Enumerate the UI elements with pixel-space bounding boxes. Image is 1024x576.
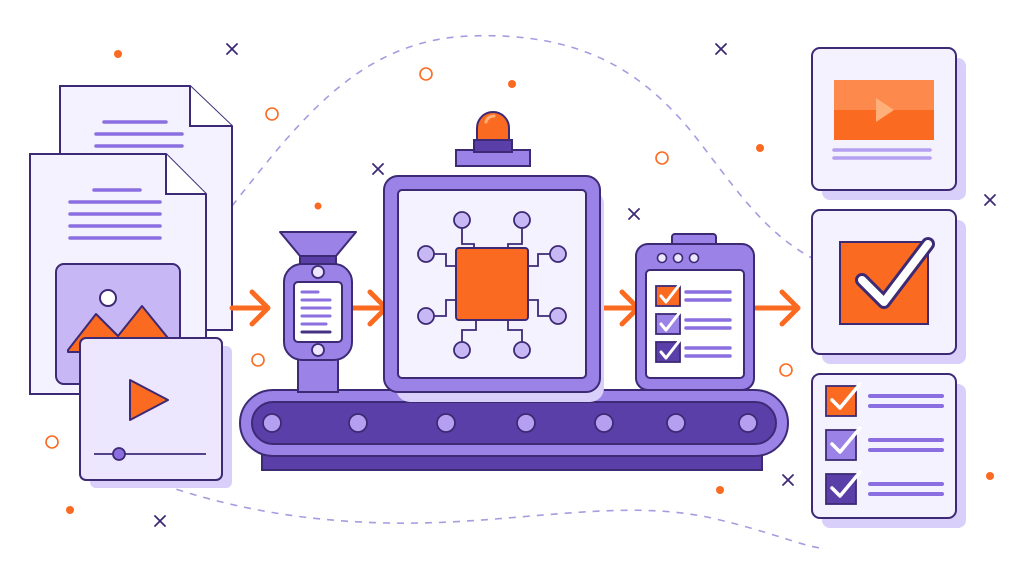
output-card-check: [811, 209, 966, 364]
alarm-light-icon: [455, 111, 531, 167]
input-documents: [29, 85, 233, 488]
processor-machine: [383, 111, 604, 402]
arrow-right-icon: [229, 289, 271, 327]
arrow-right-icon: [601, 289, 641, 327]
dot-decoration: [114, 50, 122, 58]
conveyor-belt: [239, 389, 789, 471]
ring-decoration: [45, 435, 59, 449]
video-player-icon: [79, 337, 232, 488]
cross-decoration: [628, 208, 640, 220]
dashed-path-bottom: [149, 479, 821, 549]
arrow-right-icon: [349, 289, 389, 327]
checklist-icon: [825, 382, 944, 505]
arrow-right-icon: [753, 289, 801, 327]
cross-decoration: [782, 474, 794, 486]
funnel-hopper-icon: [279, 231, 357, 257]
play-icon: [129, 379, 169, 421]
dashed-path-top: [231, 34, 813, 259]
ring-decoration: [655, 151, 669, 165]
video-thumbnail-icon: [832, 80, 934, 160]
output-cards: [811, 47, 966, 528]
dot-decoration: [314, 202, 322, 210]
cross-decoration: [984, 194, 996, 206]
dot-decoration: [716, 486, 724, 494]
checklist-clipboard-icon: [655, 282, 732, 363]
output-card-checklist: [811, 373, 966, 528]
funnel-machine: [279, 231, 357, 393]
cross-decoration: [372, 163, 384, 175]
progress-knob: [112, 447, 126, 461]
ring-decoration: [419, 67, 433, 81]
processor-chip-icon: [417, 211, 567, 359]
play-icon: [876, 98, 894, 122]
dot-decoration: [986, 472, 994, 480]
output-card-video: [811, 47, 966, 200]
dot-decoration: [66, 506, 74, 514]
dot-decoration: [508, 80, 516, 88]
ring-decoration: [779, 363, 793, 377]
ring-decoration: [251, 353, 265, 367]
background-decorations: [45, 34, 996, 549]
cross-decoration: [154, 515, 166, 527]
checklist-machine: [635, 233, 755, 391]
dot-decoration: [756, 144, 764, 152]
cross-decoration: [226, 43, 238, 55]
ring-decoration: [265, 107, 279, 121]
cross-decoration: [715, 43, 727, 55]
